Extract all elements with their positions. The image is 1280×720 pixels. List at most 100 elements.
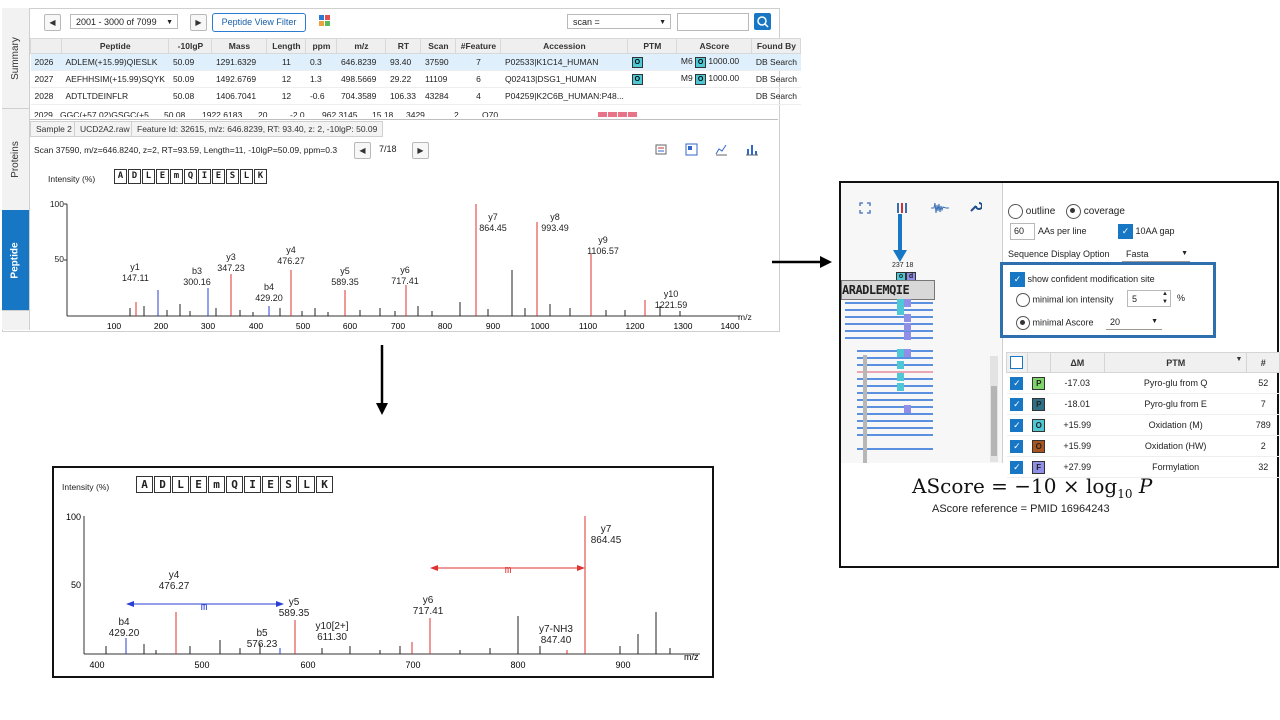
aa-per-line-input[interactable]: 60 xyxy=(1010,223,1035,240)
peptide-table: Peptide -10lgP Mass Length ppm m/z RT Sc… xyxy=(30,38,802,105)
zoom-ylabel: Intensity (%) xyxy=(62,482,110,492)
ptm-swatch: P xyxy=(1032,376,1046,390)
min-ascore-radio[interactable]: minimal Ascore xyxy=(1016,316,1094,330)
search-button[interactable] xyxy=(754,13,771,30)
col-count[interactable]: # xyxy=(1246,352,1280,373)
layout-icon[interactable] xyxy=(684,142,699,157)
splitter[interactable] xyxy=(30,119,778,120)
scan-filter-select[interactable]: scan =▼ xyxy=(567,14,671,29)
breadcrumb-sample[interactable]: Sample 2 xyxy=(30,121,78,137)
outline-radio[interactable]: outline xyxy=(1008,204,1055,219)
col-delta-mass[interactable]: ΔM xyxy=(1049,352,1105,373)
ptm-markers xyxy=(598,112,638,117)
col-ptm-name[interactable]: PTM▼ xyxy=(1103,352,1248,373)
col-index[interactable] xyxy=(30,38,62,54)
breadcrumb-file[interactable]: UCD2A2.raw xyxy=(74,121,136,137)
table-row[interactable]: 2026 ADLEM(+15.99)QIESLK 50.09 1291.6329… xyxy=(30,53,801,71)
side-tab-bar: Summary Proteins Peptide xyxy=(2,8,30,330)
ascore-reference: AScore reference = PMID 16964243 xyxy=(932,503,1110,515)
sequence-display-label: Sequence Display Option xyxy=(1008,249,1110,259)
cell-peptide: GGC(+57.02)GSGC(+5... xyxy=(60,110,156,117)
col-ppm[interactable]: ppm xyxy=(305,38,338,54)
search-input[interactable] xyxy=(677,13,749,31)
cell-peptide: ADLEM(+15.99)QIESLK xyxy=(61,53,169,71)
col-found-by[interactable]: Found By xyxy=(751,38,802,54)
ptm-scrollbar[interactable] xyxy=(990,356,998,462)
col-ascore[interactable]: AScore xyxy=(676,38,753,54)
coverage-scrollbar[interactable] xyxy=(863,355,867,463)
min-ion-radio[interactable]: minimal ion intensity xyxy=(1016,293,1114,307)
ptm-row-checkbox[interactable]: ✓ xyxy=(1006,393,1028,415)
expand-icon[interactable] xyxy=(858,201,872,215)
tab-proteins[interactable]: Proteins xyxy=(2,108,29,211)
chart-bar-icon[interactable] xyxy=(744,142,759,157)
col-mz[interactable]: m/z xyxy=(336,38,387,54)
prev-scan-button[interactable]: ◀ xyxy=(354,142,371,159)
ytick-50: 50 xyxy=(71,580,81,590)
next-page-button[interactable]: ▶ xyxy=(190,14,207,31)
ptm-row[interactable]: ✓ P -18.01 Pyro-glu from E 7 xyxy=(1006,393,1280,415)
cell-ptm: O xyxy=(627,53,677,71)
ptm-row[interactable]: ✓ O +15.99 Oxidation (M) 789 xyxy=(1006,414,1280,436)
table-row-partial[interactable]: 2029 GGC(+57.02)GSGC(+5... 50.08 1922.61… xyxy=(30,107,774,117)
col-rt[interactable]: RT xyxy=(385,38,422,54)
sequence-display-select[interactable]: Fasta▼ xyxy=(1122,246,1190,262)
col-length[interactable]: Length xyxy=(266,38,307,54)
tab-peptide[interactable]: Peptide xyxy=(2,210,29,311)
prev-page-button[interactable]: ◀ xyxy=(44,14,61,31)
table-row[interactable]: 2027 AEFHHSIM(+15.99)SQYK 50.09 1492.676… xyxy=(30,70,801,88)
col-peptide[interactable]: Peptide xyxy=(60,38,170,54)
tab-summary[interactable]: Summary xyxy=(2,8,29,109)
ptm-row-checkbox[interactable]: ✓ xyxy=(1006,414,1028,436)
cell-feature: 2 xyxy=(454,110,459,117)
ptm-row-checkbox[interactable]: ✓ xyxy=(1006,372,1028,394)
col-feature[interactable]: #Feature xyxy=(455,38,502,54)
color-grid-icon[interactable] xyxy=(318,14,332,28)
coverage-bars-icon[interactable] xyxy=(895,201,909,215)
col-lgp[interactable]: -10lgP xyxy=(168,38,213,54)
min-ion-stepper[interactable]: 5▲▼ xyxy=(1127,290,1171,307)
ptm-row[interactable]: ✓ O +15.99 Oxidation (HW) 2 xyxy=(1006,435,1280,457)
col-scan[interactable]: Scan xyxy=(420,38,457,54)
filter-icon[interactable]: ▼ xyxy=(1235,356,1243,363)
cell-accession: Q02413|DSG1_HUMAN xyxy=(500,70,628,88)
gap-checkbox[interactable]: ✓ 10AA gap xyxy=(1118,224,1175,239)
spectrum-peaks xyxy=(129,204,681,316)
show-confident-checkbox[interactable]: ✓ show confident modification site xyxy=(1010,272,1155,287)
col-select-all[interactable] xyxy=(1006,352,1028,373)
xtick: 600 xyxy=(343,321,357,331)
ptm-row-checkbox[interactable]: ✓ xyxy=(1006,456,1028,478)
cell-ppm: 0.3 xyxy=(305,53,337,71)
col-mass[interactable]: Mass xyxy=(211,38,268,54)
spectrum-icon[interactable] xyxy=(930,201,950,215)
ptm-row-checkbox[interactable]: ✓ xyxy=(1006,435,1028,457)
page-range-select[interactable]: 2001 - 3000 of 7099▼ xyxy=(70,14,178,29)
ascore-value: 1000.00 xyxy=(708,56,740,66)
ptm-row[interactable]: ✓ P -17.03 Pyro-glu from Q 52 xyxy=(1006,372,1280,394)
chart-line-icon[interactable] xyxy=(714,142,729,157)
col-ptm[interactable]: PTM xyxy=(627,38,678,54)
annotate-icon[interactable] xyxy=(654,142,669,157)
cell-lgp: 50.08 xyxy=(168,87,212,105)
peptide-view-filter-button[interactable]: Peptide View Filter xyxy=(212,13,306,32)
coverage-radio[interactable]: coverage xyxy=(1066,204,1125,219)
ptm-name: Pyro-glu from Q xyxy=(1104,372,1247,394)
ptm-count: 789 xyxy=(1246,414,1280,436)
residue: D xyxy=(154,476,171,493)
col-accession[interactable]: Accession xyxy=(500,38,629,54)
ptm-color-cell: P xyxy=(1027,372,1051,394)
next-scan-button[interactable]: ▶ xyxy=(412,142,429,159)
ptm-row[interactable]: ✓ F +27.99 Formylation 32 xyxy=(1006,456,1280,478)
position-label: 237 18 xyxy=(892,262,914,269)
wrench-icon[interactable] xyxy=(968,200,983,214)
stepper-arrows-icon[interactable]: ▲▼ xyxy=(1162,291,1168,305)
ptm-swatch: O xyxy=(1032,418,1046,432)
table-row[interactable]: 2028 ADTLTDEINFLR 50.08 1406.7041 12 -0.… xyxy=(30,87,801,105)
breadcrumb-feature[interactable]: Feature Id: 32615, m/z: 646.8239, RT: 93… xyxy=(131,121,384,137)
ptm-count: 2 xyxy=(1246,435,1280,457)
cell-index: 2028 xyxy=(30,87,62,105)
min-ascore-select[interactable]: 20▼ xyxy=(1106,314,1162,330)
